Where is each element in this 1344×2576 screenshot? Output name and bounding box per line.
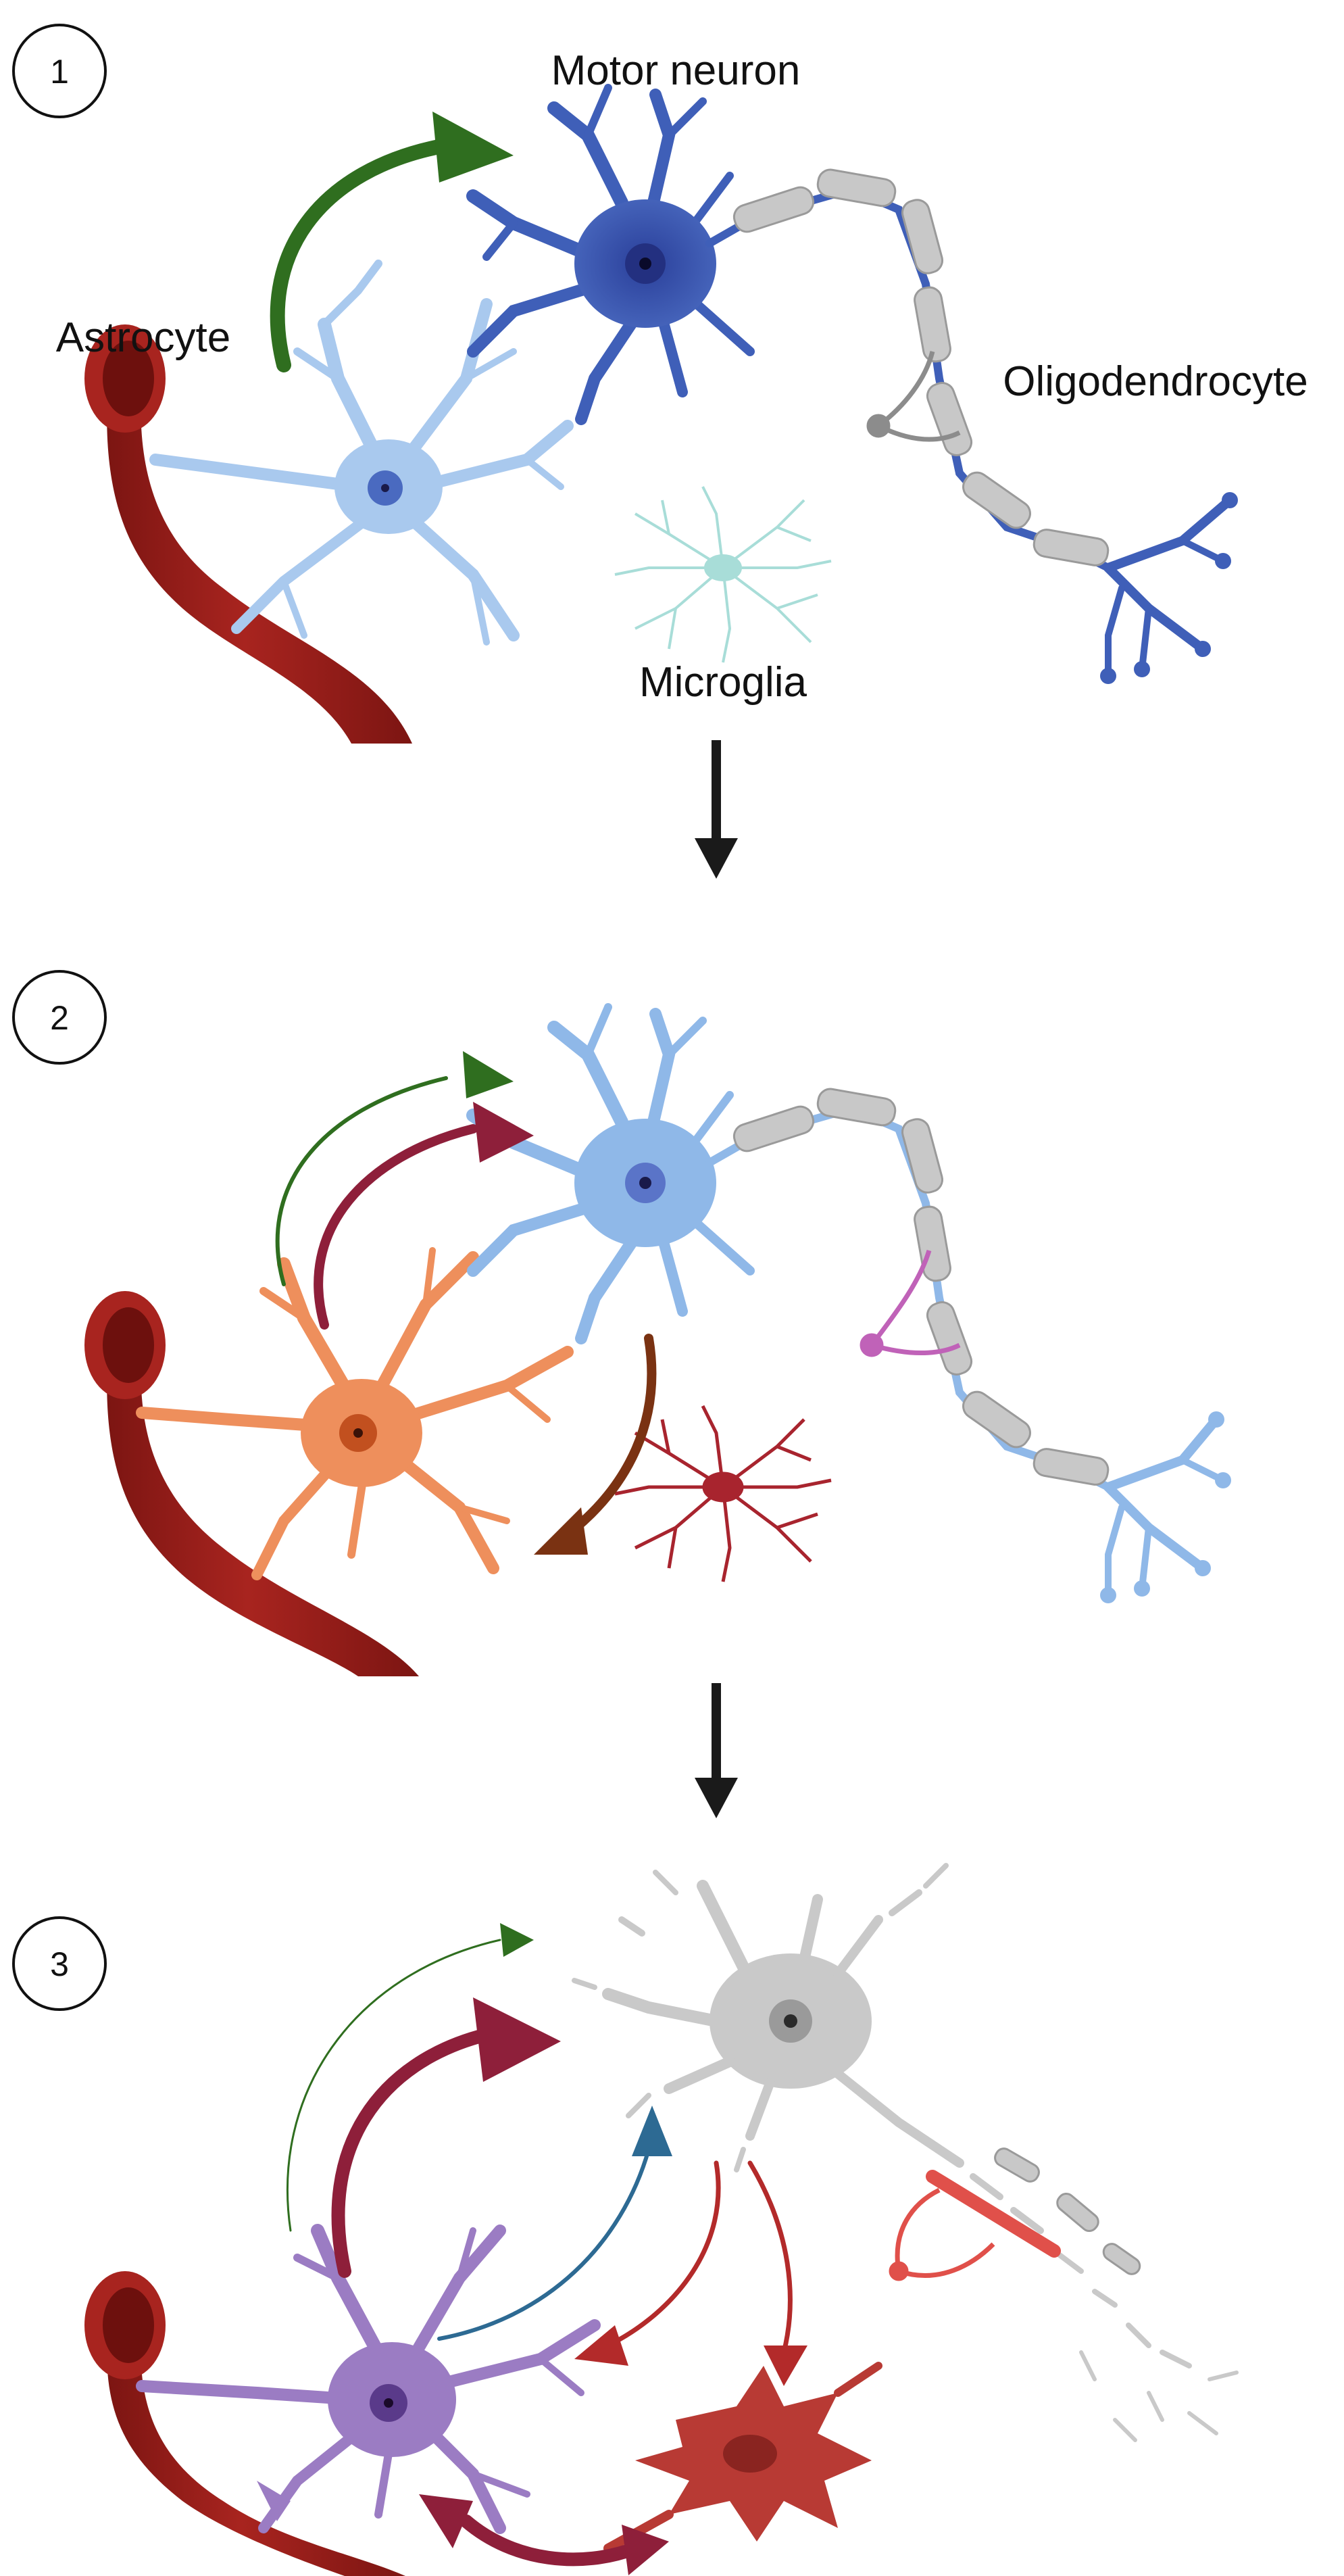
- myelin-sheath: [732, 1088, 1110, 1486]
- arrow-astrocyte-to-neuron-blue: [437, 2106, 672, 2341]
- blood-vessel: [84, 2271, 405, 2576]
- oligodendrocyte-damaged: [889, 2170, 1061, 2281]
- astrocyte-healthy: [149, 260, 574, 646]
- panel-number-3: 3: [12, 1916, 107, 2011]
- microglia-amoeboid: [603, 2362, 882, 2553]
- arrow-astrocyte-to-neuron-toxic: [314, 1102, 534, 1330]
- astrocyte-toxic: [136, 2224, 601, 2534]
- oligodendrocyte-healthy: [866, 351, 961, 442]
- panel-2: 2: [12, 970, 1231, 1818]
- myelin-fragments: [994, 2147, 1141, 2275]
- sequence-arrow-2-to-3: [695, 1683, 738, 1818]
- arrow-astrocyte-microglia-bidirectional: [419, 2494, 669, 2575]
- sequence-arrow-1-to-2: [695, 740, 738, 879]
- label-astrocyte: Astrocyte: [56, 314, 230, 361]
- oligodendrocyte-stressed: [860, 1249, 961, 1357]
- label-motor-neuron: Motor neuron: [551, 47, 801, 94]
- myelin-sheath: [732, 168, 1110, 566]
- astrocyte-reactive: [136, 1247, 574, 1580]
- arrow-neuron-to-astrocyte: [534, 1334, 657, 1555]
- arrow-astrocyte-to-neuron-support: [287, 1923, 534, 2232]
- label-oligodendrocyte: Oligodendrocyte: [1003, 358, 1308, 405]
- label-microglia: Microglia: [639, 659, 807, 706]
- panel-number-2: 2: [12, 970, 107, 1065]
- svg-text:3: 3: [50, 1945, 69, 1983]
- arrow-astrocyte-to-neuron-support: [275, 1051, 514, 1286]
- arrow-astrocyte-to-neuron-toxic: [331, 1997, 561, 2278]
- panel-3: 3: [12, 1863, 1239, 2576]
- svg-text:2: 2: [50, 999, 69, 1037]
- arrow-neuron-to-microglia: [747, 2160, 807, 2386]
- microglia-resting: [614, 486, 832, 663]
- arrow-neuron-to-astrocyte: [574, 2160, 721, 2366]
- svg-text:1: 1: [50, 53, 69, 91]
- blood-vessel: [84, 1291, 419, 1676]
- microglia-activated: [614, 1405, 832, 1582]
- panel-1: 1: [12, 24, 1308, 879]
- blood-vessel: [84, 324, 412, 744]
- panel-number-1: 1: [12, 24, 107, 118]
- motor-neuron-degenerated: [572, 1863, 1239, 2442]
- arrow-astrocyte-to-neuron-support: [270, 112, 514, 372]
